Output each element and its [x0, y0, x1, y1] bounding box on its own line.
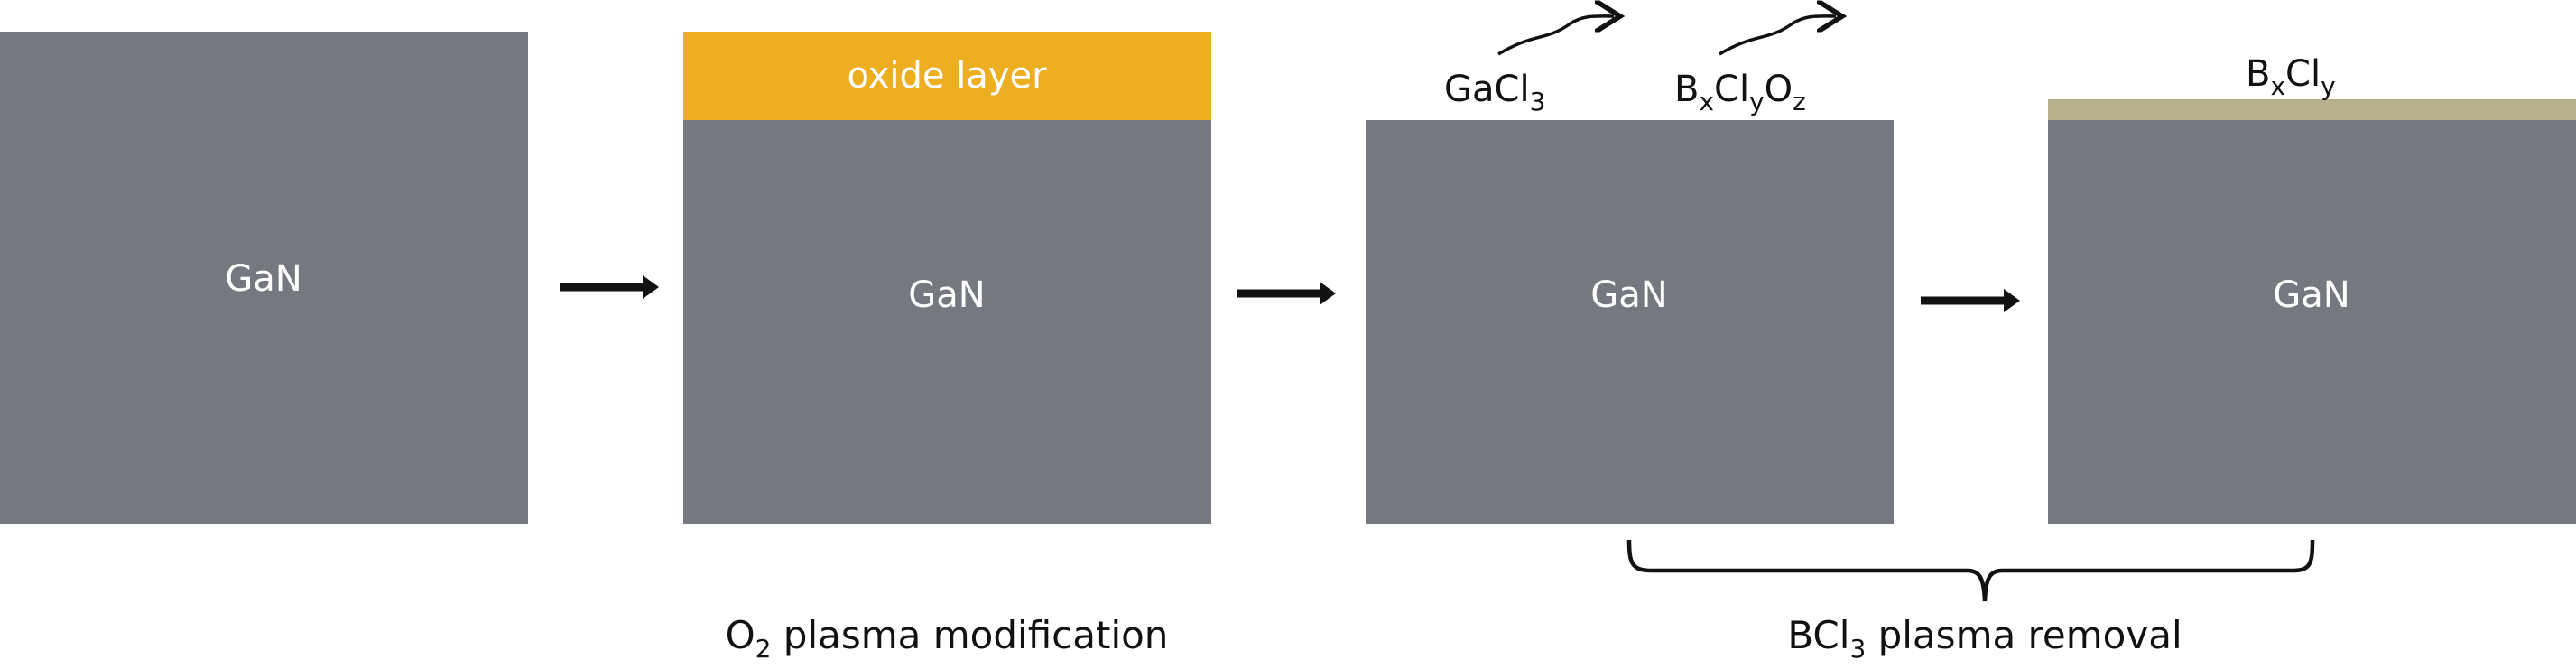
product-gacl3: GaCl3 [1444, 69, 1545, 116]
oxide-layer-label: oxide layer [847, 55, 1047, 97]
gan-block-3 [1366, 120, 1894, 524]
gan-block-2 [683, 120, 1211, 524]
surface-layer-label: BxCly [2246, 53, 2336, 101]
product-bxclyoz: BxClyOz [1674, 69, 1806, 116]
brace-icon [1626, 539, 2315, 602]
bxcly-surface-layer [2048, 99, 2576, 120]
gan-label-1: GaN [225, 258, 301, 300]
caption-o2-plasma: O2 plasma modification [726, 613, 1169, 664]
gan-block-1 [0, 32, 528, 524]
gan-block-4 [2048, 120, 2576, 524]
caption-bcl3-plasma: BCl3 plasma removal [1787, 613, 2182, 664]
curved-arrow-icon [1719, 16, 1836, 56]
right-arrow-icon [560, 275, 659, 299]
oxide-layer [683, 32, 1211, 120]
right-arrow-icon [1921, 289, 2020, 312]
gan-label-4: GaN [2273, 274, 2349, 316]
right-arrow-icon [1237, 282, 1336, 305]
curved-arrow-icon [1497, 16, 1614, 56]
gan-label-2: GaN [908, 274, 985, 316]
gan-label-3: GaN [1590, 274, 1667, 316]
